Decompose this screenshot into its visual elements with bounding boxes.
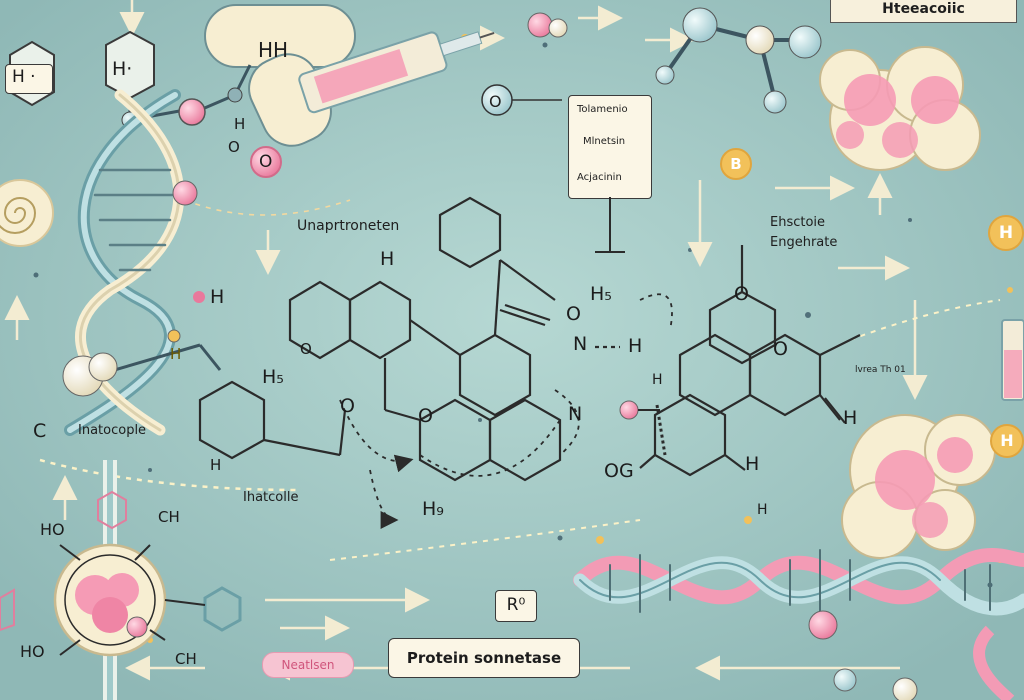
left-molecule-cluster bbox=[62, 180, 222, 397]
atom-ch-left-b: CH bbox=[175, 650, 197, 668]
protein-in-circle bbox=[0, 460, 242, 700]
badge-center-b-label: B bbox=[730, 155, 742, 173]
dashed-paths bbox=[39, 199, 1001, 561]
atom-o-upper-pink: O bbox=[228, 138, 240, 156]
protein-box-text: Protein sonnetase bbox=[406, 649, 562, 667]
r-box: R⁰ bbox=[495, 590, 537, 622]
label-engehrate: Engehrate bbox=[770, 235, 838, 250]
label-small-note: lvrea Th 01 bbox=[855, 365, 906, 375]
atom-h-n-right: H bbox=[628, 335, 643, 357]
atom-h-right-bottom: H bbox=[745, 453, 760, 475]
dashed-bond-arcs bbox=[339, 293, 673, 529]
dna-helix-bottom bbox=[573, 548, 1024, 616]
badge-center-b: B bbox=[720, 148, 752, 180]
atom-box-second: H· bbox=[104, 54, 152, 88]
badge-right-bottom-label: H bbox=[1000, 431, 1014, 450]
label-inatocople: Inatocople bbox=[78, 423, 147, 438]
spiral-icon bbox=[0, 179, 54, 247]
atom-h-center-top: H bbox=[380, 248, 395, 270]
badge-right-bottom: H bbox=[990, 424, 1024, 458]
atom-n-right: N bbox=[573, 333, 588, 355]
atom-r-box: R⁰ bbox=[506, 595, 526, 615]
label-unaprtroneten: Unaprtroneten bbox=[297, 218, 400, 234]
label-ihatcolle: Ihatcolle bbox=[243, 490, 299, 505]
atom-h-dna: H bbox=[210, 286, 225, 308]
atom-h-box-left2: H bbox=[210, 456, 222, 474]
atom-h-second-box: H· bbox=[112, 58, 133, 80]
atom-ho-left-a: HO bbox=[40, 520, 65, 539]
label-ehsctoie: Ehsctoie bbox=[770, 215, 826, 230]
info-box-stem bbox=[609, 197, 611, 252]
badge-right-top-label: H bbox=[998, 223, 1014, 243]
atom-h5-right: H₅ bbox=[590, 283, 612, 305]
atom-o-center-ring: O bbox=[300, 340, 312, 358]
atom-n-lower: N bbox=[568, 403, 583, 425]
atom-o-sphere: O bbox=[259, 152, 273, 172]
vial-icon bbox=[1001, 319, 1024, 401]
info-item-1: Tolamenio bbox=[577, 104, 628, 115]
svg-text:O: O bbox=[489, 92, 502, 111]
protein-cluster-bottom-right bbox=[841, 414, 996, 559]
info-item-3: Acjacinin bbox=[577, 172, 622, 183]
atom-ho-left-b: HO bbox=[20, 642, 45, 661]
atom-og: OG bbox=[604, 460, 634, 482]
atom-h-right-ring: H bbox=[843, 407, 858, 429]
atom-c-left: C bbox=[33, 420, 47, 442]
atom-o-right-ring: O bbox=[773, 338, 788, 360]
atom-h-bottom-small: H bbox=[170, 345, 182, 363]
atom-ch-left-a: CH bbox=[158, 508, 180, 526]
badge-right-top: H bbox=[988, 215, 1024, 251]
info-item-2: Mlnetsin bbox=[583, 136, 626, 147]
atom-o-right: O bbox=[566, 303, 581, 325]
syringe-illustration bbox=[298, 31, 495, 114]
atom-h-upper-pink: H bbox=[234, 115, 246, 133]
dna-helix-left bbox=[64, 89, 185, 436]
right-structure bbox=[639, 245, 861, 477]
atom-h-far-right: H bbox=[757, 502, 768, 518]
protein-box: Protein sonnetase bbox=[388, 638, 580, 678]
protein-cluster-top-right bbox=[819, 46, 981, 171]
atom-h9-bottom: H₉ bbox=[422, 498, 444, 520]
central-structure bbox=[198, 196, 620, 482]
atom-o-right-top: O bbox=[734, 283, 749, 305]
atom-hh-capsule: HH bbox=[258, 38, 289, 62]
atom-h-box-left: H bbox=[652, 372, 663, 388]
atom-h5-left: H₅ bbox=[262, 366, 284, 388]
atom-o-center-lower: O bbox=[340, 395, 355, 417]
atom-h-top-left: H · bbox=[12, 67, 36, 87]
atom-o-ring-bottom: O bbox=[418, 405, 433, 427]
info-box: Tolamenio Mlnetsin Acjacinin bbox=[568, 95, 652, 199]
info-box-stem-base bbox=[595, 251, 625, 253]
atom-box-top-left: H · bbox=[5, 64, 53, 94]
pill-text: Neatlsen bbox=[281, 658, 335, 672]
banner-label: Hteeacoiic bbox=[830, 0, 1017, 23]
pill-label: Neatlsen bbox=[262, 652, 354, 678]
